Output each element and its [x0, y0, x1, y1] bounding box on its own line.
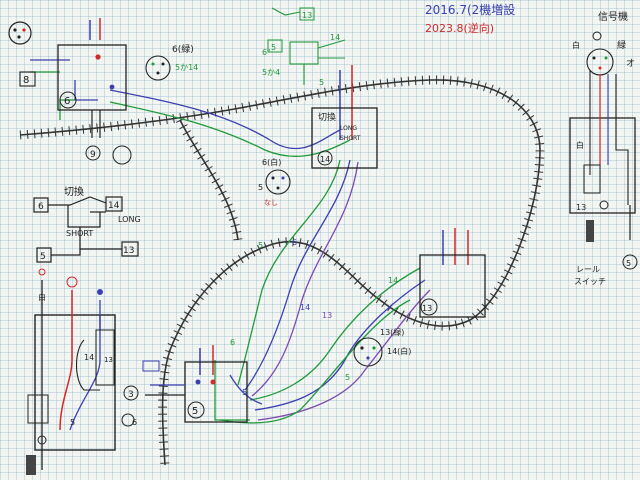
- logic-5: 5: [40, 252, 46, 262]
- header-date-2: 2023.8(逆向): [425, 21, 494, 35]
- connector-5or14: 5か14: [175, 63, 198, 72]
- module-13: 13: [419, 254, 486, 318]
- block-5-top: [267, 39, 283, 53]
- box14-long: LONG: [340, 125, 357, 132]
- connector-6-green-label: 6(緑): [172, 43, 194, 55]
- block-13-top-label: 13: [302, 11, 312, 20]
- logic-14: 14: [108, 201, 120, 211]
- logic-switch-label: 切換: [64, 186, 84, 198]
- block-3-marker: [123, 385, 139, 401]
- block-9-label: 9: [90, 150, 96, 160]
- green-switch-6: 6": [262, 48, 271, 57]
- num-5d: 5: [242, 388, 247, 397]
- green-switch: [271, 7, 346, 85]
- right-signal-diagram: [569, 31, 638, 270]
- connector-9: [112, 145, 132, 165]
- connector-6-green: 6(緑) 5か14: [145, 43, 198, 81]
- logic-short: SHORT: [66, 229, 93, 238]
- green-switch-14: 14: [330, 33, 340, 42]
- box14-title: 切換: [318, 111, 336, 123]
- panel-5: 5: [70, 418, 75, 427]
- panel-6: 6: [132, 418, 137, 427]
- module-6: 6: [57, 44, 127, 138]
- panel-connector: [121, 413, 135, 427]
- switch-logic: [33, 196, 139, 263]
- num-6b: 6: [230, 338, 235, 347]
- module-6-number: 6: [64, 96, 70, 107]
- block-8: [19, 71, 36, 87]
- num-5c: 5: [345, 373, 350, 382]
- block-3-label: 3: [128, 390, 134, 400]
- panel-13: 13: [104, 356, 113, 364]
- num-14a: 14: [300, 303, 310, 312]
- num-14b: 14: [388, 276, 398, 285]
- connector-6-white: 6(白) 5 なし: [258, 157, 291, 207]
- connector-6-none: なし: [264, 199, 278, 207]
- rail-switch-label-2: スイッチ: [574, 277, 606, 286]
- header-date-1: 2016.7(2機増設: [425, 2, 515, 17]
- connector-13-14: 13(緑) 14(白): [353, 327, 411, 367]
- panel-white: 白: [38, 292, 46, 302]
- num-5b: 5: [258, 241, 263, 250]
- logic-13: 13: [123, 246, 134, 256]
- signal-panel-13: 13: [576, 203, 586, 212]
- wire-runs: [30, 59, 431, 424]
- rail-track: [19, 75, 545, 466]
- signal-white: 白: [572, 40, 580, 50]
- module-13-number: 13: [422, 304, 432, 313]
- num-5a: 5: [319, 78, 324, 87]
- module-5: 5: [145, 361, 248, 423]
- box14-short: SHORT: [340, 135, 361, 142]
- signal-green: 緑: [617, 39, 626, 51]
- switch-box-14: 切換 LONG SHORT 14: [311, 107, 378, 169]
- connector-13-label: 13(緑): [380, 327, 404, 337]
- panel-14: 14: [84, 353, 94, 362]
- green-switch-5or4: 5か4: [262, 68, 280, 77]
- connector-6-white-5: 5: [258, 183, 263, 192]
- num-13a: 13: [322, 311, 332, 320]
- module-5-number: 5: [192, 406, 198, 417]
- block-9-marker: [85, 145, 101, 161]
- block-8-label: 8: [23, 75, 29, 86]
- block-5-top-label: 5: [271, 43, 276, 52]
- block-13-top: [299, 7, 315, 21]
- logic-6: 6: [38, 202, 44, 212]
- num-6a: 6: [292, 238, 297, 247]
- signal-orange: オ: [626, 58, 635, 69]
- wire-numbers: 5 6 5 14 13 5 14 5 6: [230, 78, 398, 397]
- signal-panel-5: 5: [626, 259, 631, 268]
- connector-14-label: 14(白): [387, 346, 411, 356]
- bottom-left-panel: [26, 268, 116, 475]
- signal-label: 信号機: [598, 10, 628, 23]
- signal-panel-white: 白: [576, 140, 584, 150]
- logic-long: LONG: [118, 215, 141, 224]
- box14-number: 14: [320, 155, 330, 164]
- connector-6-white-label: 6(白): [262, 157, 281, 167]
- block-14-small: [142, 360, 160, 372]
- connector-top-left: [8, 21, 32, 45]
- rail-switch-label-1: レール: [576, 265, 600, 274]
